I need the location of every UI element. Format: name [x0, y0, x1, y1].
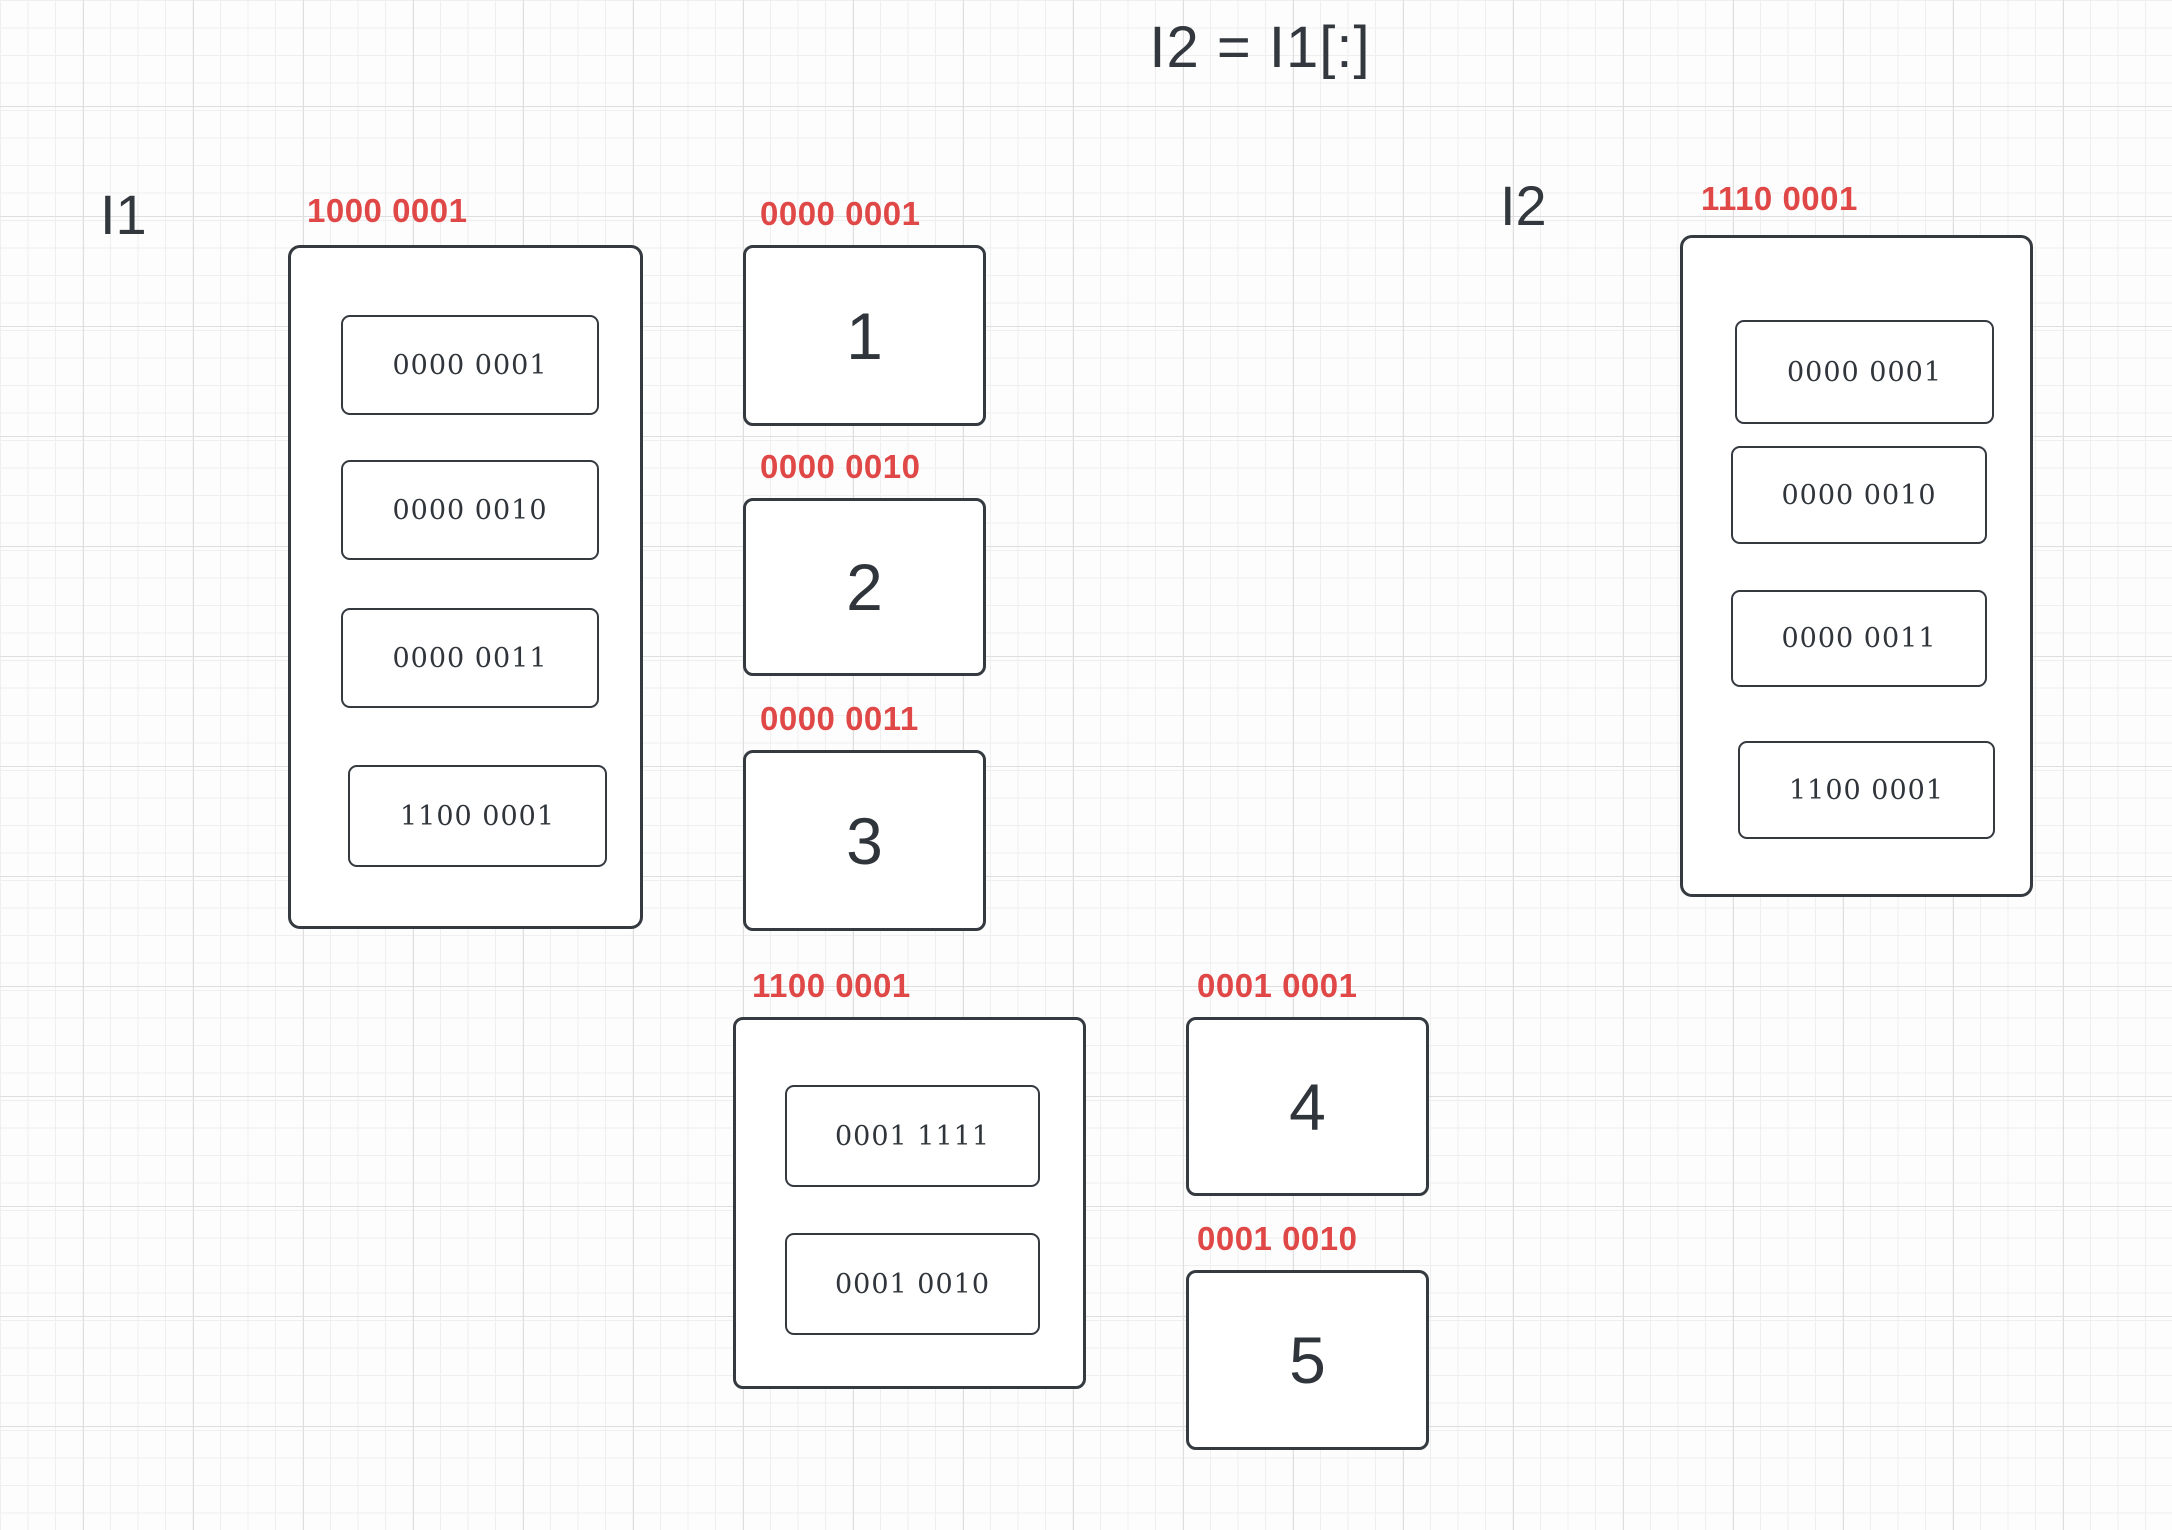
object-3-address: 0000 0011	[760, 700, 919, 737]
list-i2-box: 0000 0001 0000 0010 0000 0011 1100 0001	[1680, 235, 2033, 897]
object-5-address: 0001 0010	[1197, 1220, 1358, 1257]
object-2-box: 2	[743, 498, 986, 676]
nested-list-box: 0001 1111 0001 0010	[733, 1017, 1086, 1389]
list-i2-cell-3: 1100 0001	[1738, 741, 1995, 839]
list-i1-cell-2: 0000 0011	[341, 608, 599, 708]
nested-list-cell-0: 0001 1111	[785, 1085, 1040, 1187]
list-i2-address: 1110 0001	[1701, 180, 1858, 217]
list-i2-label: I2	[1500, 174, 1547, 237]
list-i1-cell-1: 0000 0010	[341, 460, 599, 560]
object-1-box: 1	[743, 245, 986, 426]
list-i1-cell-3: 1100 0001	[348, 765, 607, 867]
object-2-address: 0000 0010	[760, 448, 921, 485]
list-i1-address: 1000 0001	[307, 192, 468, 229]
object-3-box: 3	[743, 750, 986, 931]
nested-list-address: 1100 0001	[752, 967, 911, 1004]
list-i2-cell-2: 0000 0011	[1731, 590, 1987, 687]
list-i1-label: I1	[100, 183, 147, 246]
nested-list-cell-1: 0001 0010	[785, 1233, 1040, 1335]
list-i2-cell-1: 0000 0010	[1731, 446, 1987, 544]
object-4-box: 4	[1186, 1017, 1429, 1196]
list-i1-box: 0000 0001 0000 0010 0000 0011 1100 0001	[288, 245, 643, 929]
list-i1-cell-0: 0000 0001	[341, 315, 599, 415]
object-5-box: 5	[1186, 1270, 1429, 1450]
list-i2-cell-0: 0000 0001	[1735, 320, 1994, 424]
title: I2 = I1[:]	[1149, 15, 1371, 80]
object-1-address: 0000 0001	[760, 195, 921, 232]
object-4-address: 0001 0001	[1197, 967, 1358, 1004]
